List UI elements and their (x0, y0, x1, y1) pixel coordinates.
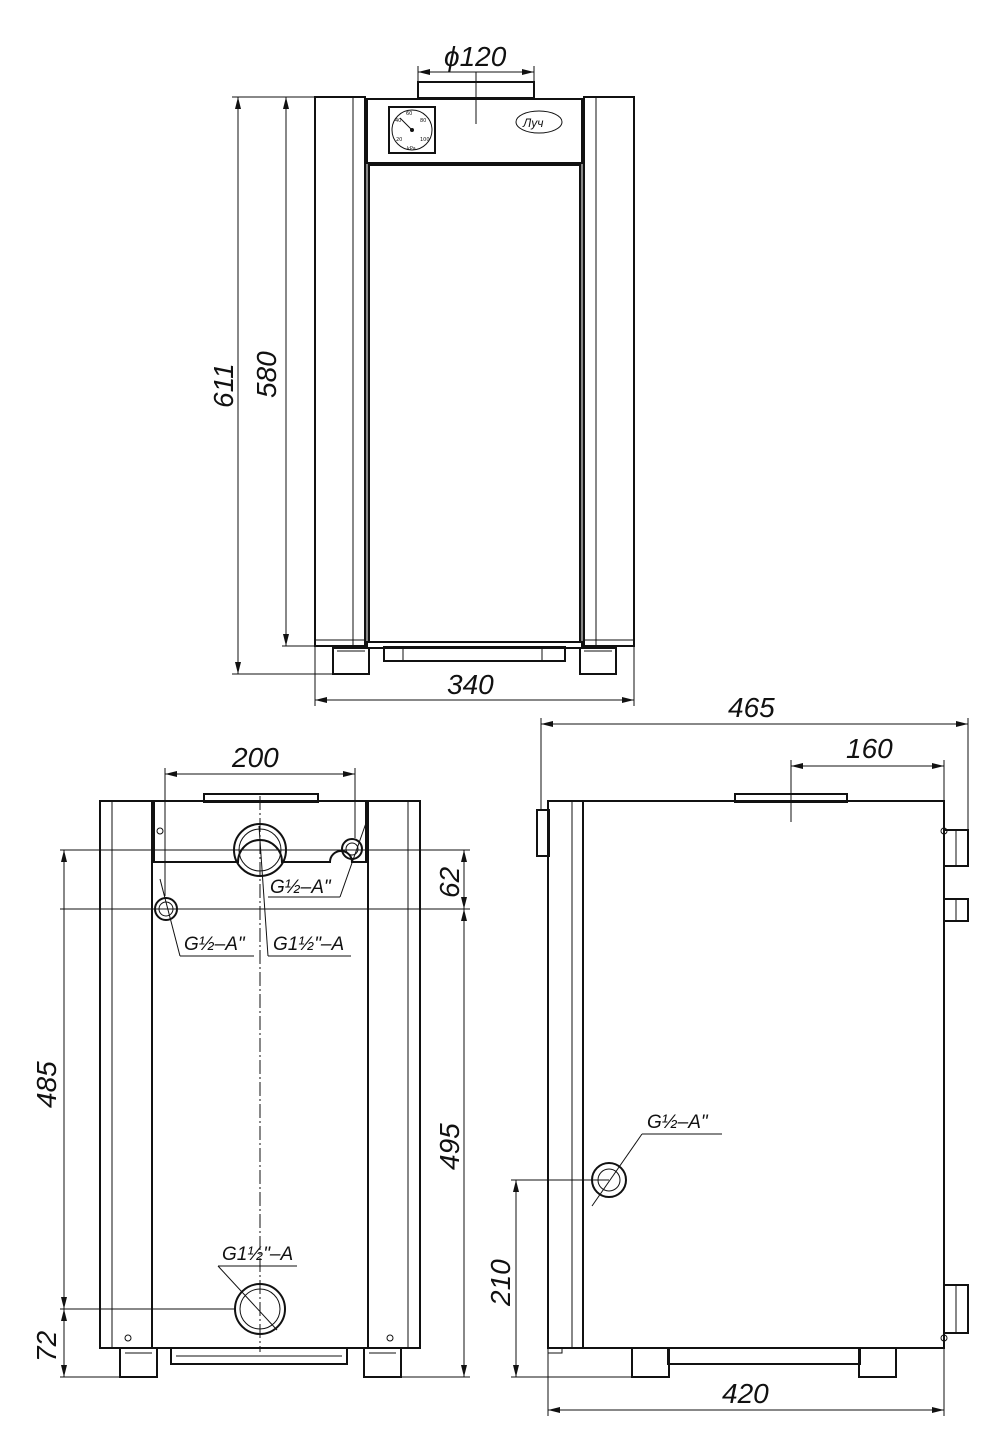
dim-front-width: 340 (447, 669, 494, 700)
label-top-right-fitting: G½–A" (270, 877, 332, 898)
dim-side-outlet-height: 210 (485, 1259, 516, 1307)
rear-right-panel (367, 800, 421, 1349)
dim-height-to-top-pipe: 495 (434, 1123, 465, 1170)
screw-icon (124, 1334, 132, 1342)
label-top-pipe: G1½"–A (273, 934, 344, 955)
rear-left-foot (119, 1347, 158, 1378)
dim-pipe-vertical-spacing: 485 (31, 1061, 62, 1108)
label-left-fitting: G½–A" (184, 934, 246, 955)
right-foot (579, 647, 617, 675)
left-side-panel (314, 96, 366, 647)
brand-logo: Луч (515, 110, 563, 134)
svg-text:20: 20 (396, 137, 402, 143)
logo-text: Луч (522, 116, 543, 130)
svg-text:60: 60 (406, 111, 412, 117)
right-side-panel (583, 96, 635, 647)
dim-pipe-spacing: 200 (231, 742, 279, 773)
temperature-gauge: 40 60 80 20 100 kPa (388, 106, 436, 154)
svg-text:100: 100 (420, 137, 430, 143)
front-view: 40 60 80 20 100 kPa Луч ϕ120 (208, 41, 635, 706)
side-view: 465 160 G½–A" 210 420 (485, 692, 969, 1416)
left-foot (332, 647, 370, 675)
dim-bottom-pipe-height: 72 (31, 1330, 62, 1362)
screw-icon (386, 1334, 394, 1342)
front-door (368, 164, 581, 643)
side-front-foot (631, 1347, 670, 1378)
rear-tray (170, 1347, 348, 1365)
side-rear-foot (858, 1347, 897, 1378)
dim-side-width: 420 (722, 1378, 769, 1409)
rear-left-panel (99, 800, 153, 1349)
side-tray (667, 1347, 861, 1365)
screw-icon (940, 1334, 948, 1342)
rear-view: 200 G½–A" G½–A" G1½"–A G1½"–A 62 485 495 (31, 742, 470, 1378)
dim-body-height: 580 (251, 351, 282, 398)
dim-total-height: 611 (208, 363, 239, 408)
screw-icon (156, 827, 164, 835)
dim-top-pipe-drop: 62 (434, 866, 465, 898)
top-right-fitting (341, 838, 363, 860)
ash-tray-front (383, 646, 566, 662)
dim-overall-depth: 465 (728, 692, 775, 723)
svg-text:80: 80 (420, 118, 426, 124)
label-side-outlet: G½–A" (647, 1112, 709, 1133)
control-panel (366, 98, 583, 164)
rear-right-foot (363, 1347, 402, 1378)
svg-text:kPa: kPa (407, 146, 416, 152)
svg-text:40: 40 (395, 118, 401, 124)
label-bottom-pipe: G1½"–A (222, 1244, 293, 1265)
dim-flue-offset: 160 (846, 733, 893, 764)
dim-flue-diameter: ϕ120 (444, 41, 507, 72)
side-body (547, 800, 945, 1349)
